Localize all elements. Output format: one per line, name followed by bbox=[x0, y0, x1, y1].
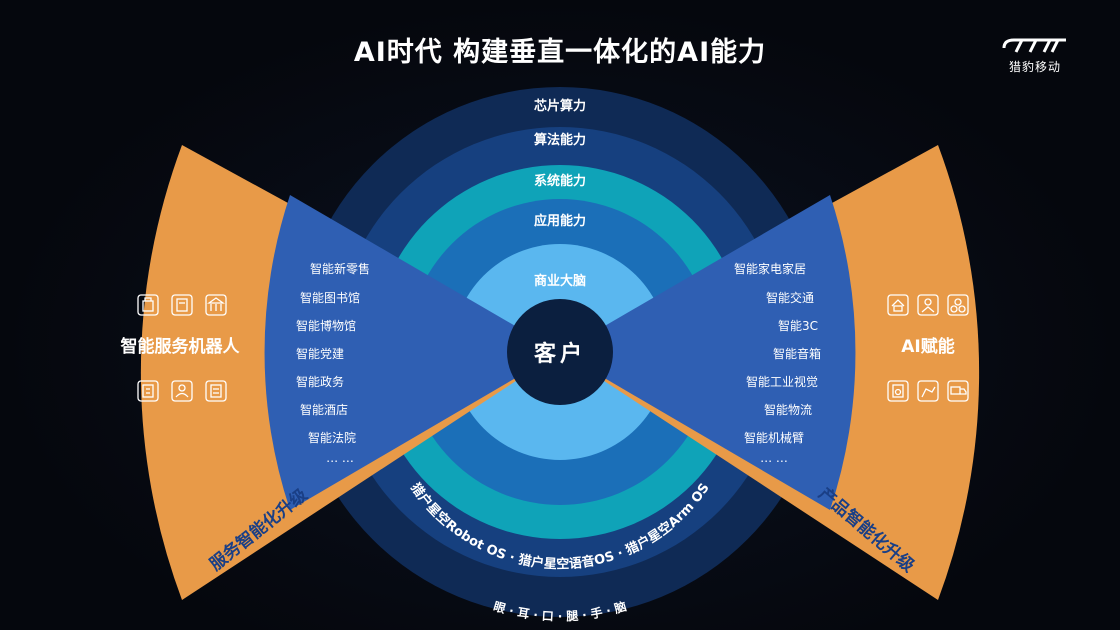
ring-label-system: 系统能力 bbox=[534, 173, 586, 189]
ring-label-application: 应用能力 bbox=[534, 213, 586, 229]
right-item: 智能工业视觉 bbox=[746, 374, 818, 389]
lawyer-icon bbox=[171, 380, 193, 402]
left-item: … … bbox=[326, 451, 354, 465]
traffic-icon bbox=[917, 294, 939, 316]
right-item: 智能交通 bbox=[766, 290, 814, 305]
left-item: 智能党建 bbox=[296, 346, 344, 361]
right-item: 智能物流 bbox=[764, 402, 812, 417]
right-items: 智能家电家居 智能交通 智能3C 智能音箱 智能工业视觉 智能物流 智能机械臂 … bbox=[734, 261, 821, 465]
left-item: 智能新零售 bbox=[310, 261, 370, 276]
right-blue-wedge bbox=[560, 195, 856, 510]
document-icon bbox=[205, 380, 227, 402]
brand-name: 猎豹移动 bbox=[1008, 60, 1061, 74]
right-item: 智能机械臂 bbox=[744, 430, 804, 445]
right-item: 智能音箱 bbox=[773, 346, 821, 361]
left-item: 智能图书馆 bbox=[300, 290, 360, 305]
center-circle bbox=[507, 299, 613, 405]
left-items: 智能新零售 智能图书馆 智能博物馆 智能党建 智能政务 智能酒店 智能法院 … … bbox=[296, 261, 370, 465]
building-icon bbox=[137, 380, 159, 402]
left-icons bbox=[137, 294, 227, 402]
left-item: 智能政务 bbox=[296, 374, 344, 389]
museum-icon bbox=[205, 294, 227, 316]
ring-label-algorithm: 算法能力 bbox=[534, 132, 586, 148]
left-blue-wedge bbox=[264, 195, 560, 510]
speaker-icon bbox=[887, 380, 909, 402]
right-item: 智能家电家居 bbox=[734, 261, 806, 276]
book-icon bbox=[171, 294, 193, 316]
left-item: 智能博物馆 bbox=[296, 318, 356, 333]
gears-icon bbox=[947, 294, 969, 316]
brand-block: 猎豹移动 bbox=[990, 34, 1080, 75]
right-icons bbox=[887, 294, 969, 402]
left-panel-title: 智能服务机器人 bbox=[121, 336, 241, 357]
cmcm-logo-icon bbox=[1002, 38, 1066, 53]
page-title: AI时代 构建垂直一体化的AI能力 bbox=[353, 37, 767, 68]
robot-arm-icon bbox=[917, 380, 939, 402]
center-label: 客户 bbox=[534, 341, 586, 367]
home-icon bbox=[887, 294, 909, 316]
ring-label-business-brain: 商业大脑 bbox=[534, 273, 586, 289]
right-item: 智能3C bbox=[778, 318, 818, 333]
truck-icon bbox=[947, 380, 969, 402]
left-item: 智能法院 bbox=[308, 430, 356, 445]
right-item: … … bbox=[760, 451, 788, 465]
ring-label-chip: 芯片算力 bbox=[534, 98, 586, 114]
right-panel-title: AI赋能 bbox=[901, 336, 954, 357]
shopping-bag-icon bbox=[137, 294, 159, 316]
left-item: 智能酒店 bbox=[300, 402, 348, 417]
